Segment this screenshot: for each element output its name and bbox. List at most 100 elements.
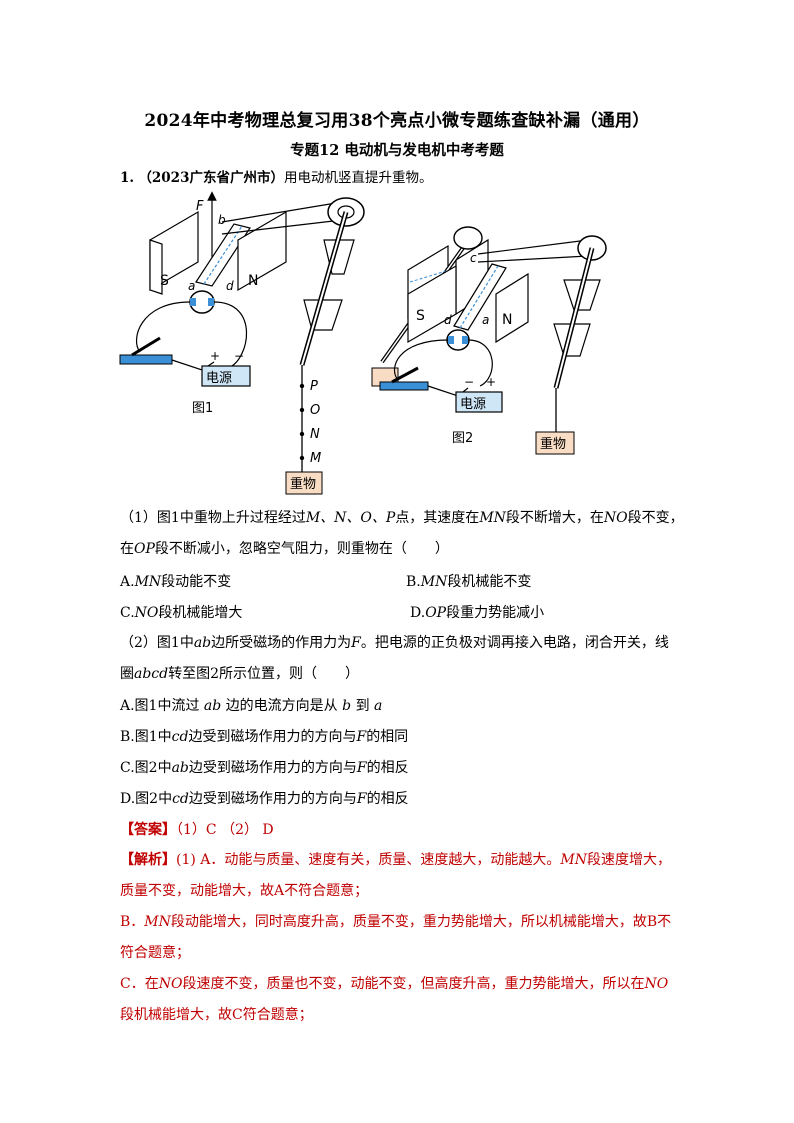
var-ab: ab [193,635,212,651]
n-magnet-fig1 [237,210,287,292]
part2-text: 。把电源的正负极对调再接入电路，闭合开关，线 [360,635,669,651]
option-prefix: A. [120,574,135,590]
option-prefix: C. [120,605,135,621]
option-text: 边受到磁场作用力的方向与 [188,791,357,807]
plus-fig2: + [486,375,496,389]
option-text: 边受到磁场作用力的方向与 [188,729,357,745]
question-source: （2023广东省广州市） [138,170,284,186]
force-label: F [196,199,204,214]
question-stem: 用电动机竖直提升重物。 [283,170,433,186]
analysis-tag: 【解析】 [120,852,176,868]
letter-d-fig1: d [226,279,234,293]
coil-fig2 [453,263,507,331]
letter-c-fig2: c [470,251,477,265]
s-magnet-fig2b [407,264,457,344]
option-prefix: A.图1中流过 [120,698,200,714]
analysis-text: C．在 [120,976,159,992]
analysis-text: B． [120,914,145,930]
analysis-line-1: 【解析】(1) A．动能与质量、速度有关，质量、速度越大，动能越大。MN段速度增… [120,850,690,870]
part1-stem-line2: 在OP段不断减小，忽略空气阻力，则重物在（ ） [120,539,690,559]
part1-option-b: B.MN段机械能不变 [406,571,531,591]
option-text: 的相反 [366,791,409,807]
point-p: P [310,379,318,394]
weight-block-fig2b [535,431,575,455]
analysis-line-5: C．在NO段速度不变，质量也不变，动能不变，但高度升高，重力势能增大，所以在NO [120,974,690,994]
power-label-fig1: 电源 [206,371,232,386]
part1-option-a: A.MN段动能不变 [120,571,231,591]
var-mn: MN [479,510,506,526]
part1-option-c: C.NO段机械能增大 [120,602,242,622]
part1-text: 在 [120,541,134,557]
option-var: ab [171,760,189,776]
part1-text: 段不变， [627,510,684,526]
part2-option-c: C.图2中ab边受到磁场作用力的方向与F的相反 [120,757,409,777]
point-m: M [310,451,321,466]
option-text: 段动能不变 [161,574,232,590]
var-mn: MN [560,852,587,868]
option-text: 到 [355,698,370,714]
option-prefix: D. [410,605,426,621]
option-text: 的相反 [366,760,409,776]
answer-line: 【答案】（1）C （2） D [120,819,274,839]
option-prefix: C.图2中 [120,760,172,776]
coil-fig1 [195,223,251,287]
var-abcd: abcd [134,666,169,682]
part1-stem: （1）图1中重物上升过程经过M、N、O、P点，其速度在MN段不断增大，在NO段不… [120,508,690,528]
point-o: O [310,403,320,418]
option-var: cd [172,791,189,807]
part1-text: （1）图1中重物上升过程经过 [120,510,306,526]
option-prefix: D.图2中 [120,791,173,807]
question-number: 1. [120,170,135,186]
analysis-line-6: 段机械能增大，故C符合题意； [120,1007,313,1023]
option-var: NO [134,605,159,621]
power-label-fig2: 电源 [460,397,486,412]
question-header: 1. （2023广东省广州市）用电动机竖直提升重物。 [120,166,432,186]
option-var: MN [134,574,162,590]
part2-text: 边所受磁场的作用力为 [211,635,352,651]
analysis-text: (1) A．动能与质量、速度有关，质量、速度越大，动能越大。 [176,852,561,868]
analysis-text: 段速度不变，质量也不变，动能不变，但高度升高，重力势能增大，所以在 [182,976,645,992]
pulley-fig2 [453,226,483,250]
option-var: MN [420,574,448,590]
analysis-line-2: 质量不变，动能增大，故A不符合题意； [120,883,369,899]
option-var: F [356,791,367,807]
answer-tag: 【答案】 [120,822,176,838]
analysis-text: 段速度增大， [586,852,671,868]
analysis-text: 段动能增大，同时高度升高，质量不变，重力势能增大，所以机械能增大，故B不 [170,914,672,930]
part2-option-d: D.图2中cd边受到磁场作用力的方向与F的相反 [120,788,409,808]
option-var: OP [425,605,447,621]
analysis-line-4: 符合题意； [120,945,190,961]
part1-text: 段不断减小，忽略空气阻力，则重物在（ ） [154,541,449,557]
option-text: 段重力势能减小 [446,605,545,621]
part2-text: （2）图1中 [120,635,194,651]
option-text: 边的电流方向是从 [225,698,338,714]
magnet-s-label: S [160,273,169,289]
letter-a-fig2: a [482,313,489,327]
var-no: NO [644,976,669,992]
option-var: a [374,698,383,714]
figure-1-label: 图1 [192,401,213,416]
plus-fig1: + [210,349,220,363]
magnet-n-label: N [248,273,258,289]
power-supply-fig2 [455,391,503,413]
part1-text: 点，其速度在 [395,510,480,526]
letter-a-fig1: a [188,279,195,293]
option-text: 的相同 [366,729,409,745]
analysis-line-3: B．MN段动能增大，同时高度升高，质量不变，重力势能增大，所以机械能增大，故B不 [120,912,690,932]
weight-block-fig1 [285,471,323,495]
answer-text: （1）C （2） D [176,822,274,838]
document-title: 2024年中考物理总复习用38个亮点小微专题练查缺补漏（通用） [144,111,650,131]
power-supply-fig1 [201,365,251,387]
part2-stem: （2）图1中ab边所受磁场的作用力为F。把电源的正负极对调再接入电路，闭合开关，… [120,633,690,653]
option-var: ab [203,698,222,714]
magnet-n-label-fig2: N [502,312,512,328]
part2-text: 转至图2所示位置，则（ ） [168,666,360,682]
option-text: 段机械能增大 [158,605,243,621]
figure-1: F S b a d N P O N M [119,191,365,495]
generator-diagram: S c d a N 重物 电源 − + 图2 [379,235,607,455]
letter-b-fig1: b [218,213,226,227]
n-magnet-fig2b [495,272,529,344]
weight-label-fig1: 重物 [290,476,316,492]
option-var: cd [171,729,189,745]
weight-label-fig2: 重物 [540,436,566,452]
